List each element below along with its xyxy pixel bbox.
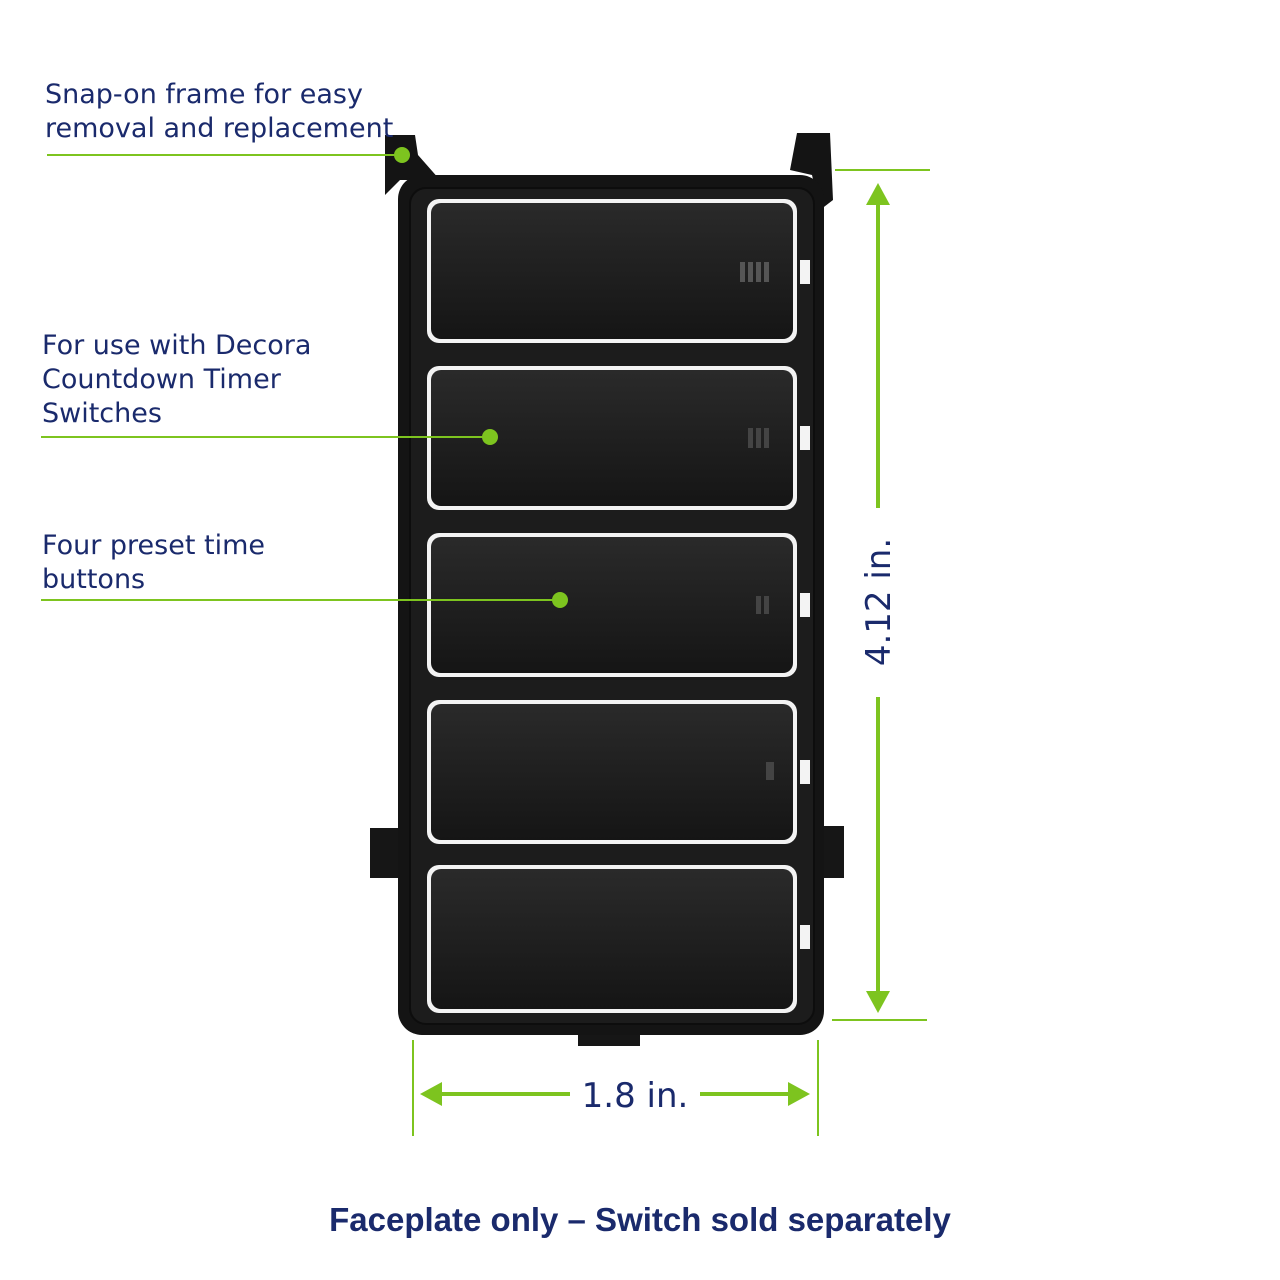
preset-button-1: [427, 199, 810, 343]
callout-leader-preset: [41, 592, 568, 608]
callout-decora-line-1: For use with Decora: [42, 330, 312, 361]
callout-decora-line-2: Countdown Timer: [42, 364, 281, 395]
callout-snap-on-line-2: removal and replacement: [45, 113, 394, 144]
callout-decora-line-3: Switches: [42, 398, 162, 429]
height-dimension: 4.12 in.: [832, 169, 930, 1021]
callout-preset: Four preset time buttons: [42, 529, 265, 597]
width-label: 1.8 in.: [582, 1076, 689, 1116]
width-dimension: 1.8 in.: [412, 1040, 819, 1136]
callout-decora: For use with Decora Countdown Timer Swit…: [42, 329, 311, 431]
footer-note: Faceplate only – Switch sold separately: [329, 1201, 951, 1238]
callout-leader-snap-on: [47, 147, 410, 163]
callout-preset-line-1: Four preset time: [42, 530, 265, 561]
preset-button-2: [427, 366, 810, 510]
onoff-button: [427, 865, 810, 1013]
callout-snap-on: Snap-on frame for easy removal and repla…: [45, 78, 393, 146]
preset-button-4: [427, 700, 810, 844]
callout-snap-on-line-1: Snap-on frame for easy: [45, 79, 363, 110]
preset-button-3: [427, 533, 810, 677]
height-label: 4.12 in.: [859, 538, 899, 666]
callout-preset-line-2: buttons: [42, 564, 146, 595]
callout-leader-decora: [41, 429, 498, 445]
